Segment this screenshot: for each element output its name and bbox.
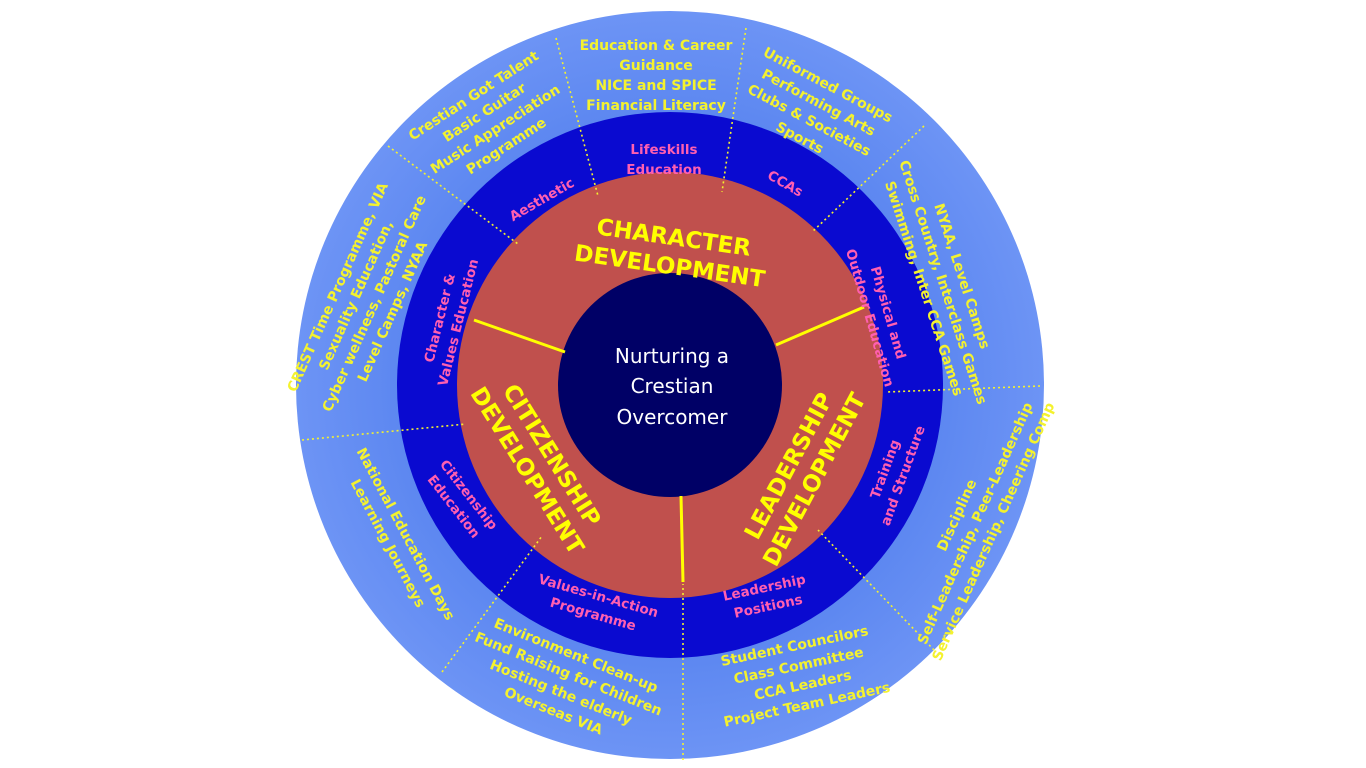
center-line-1: Nurturing a [615,344,729,368]
middle-lifeskills-line-1: Lifeskills [630,142,697,158]
middle-lifeskills: Lifeskills Education [626,142,702,178]
outer-lifeskills-line-1: Education & Career [580,38,733,54]
outer-lifeskills-line-4: Financial Literacy [586,98,726,114]
center-line-2: Crestian [631,374,714,398]
center-line-3: Overcomer [617,405,729,429]
center-label: Nurturing a Crestian Overcomer [615,344,729,429]
outer-lifeskills-line-2: Guidance [619,58,693,74]
middle-lifeskills-line-2: Education [626,162,702,178]
outer-lifeskills-line-3: NICE and SPICE [595,78,716,94]
core-ring-dividers [473,305,865,583]
outer-ring-dividers [301,27,1041,760]
center-circle [558,273,782,497]
outer-lifeskills-items: Education & Career Guidance NICE and SPI… [580,38,733,114]
